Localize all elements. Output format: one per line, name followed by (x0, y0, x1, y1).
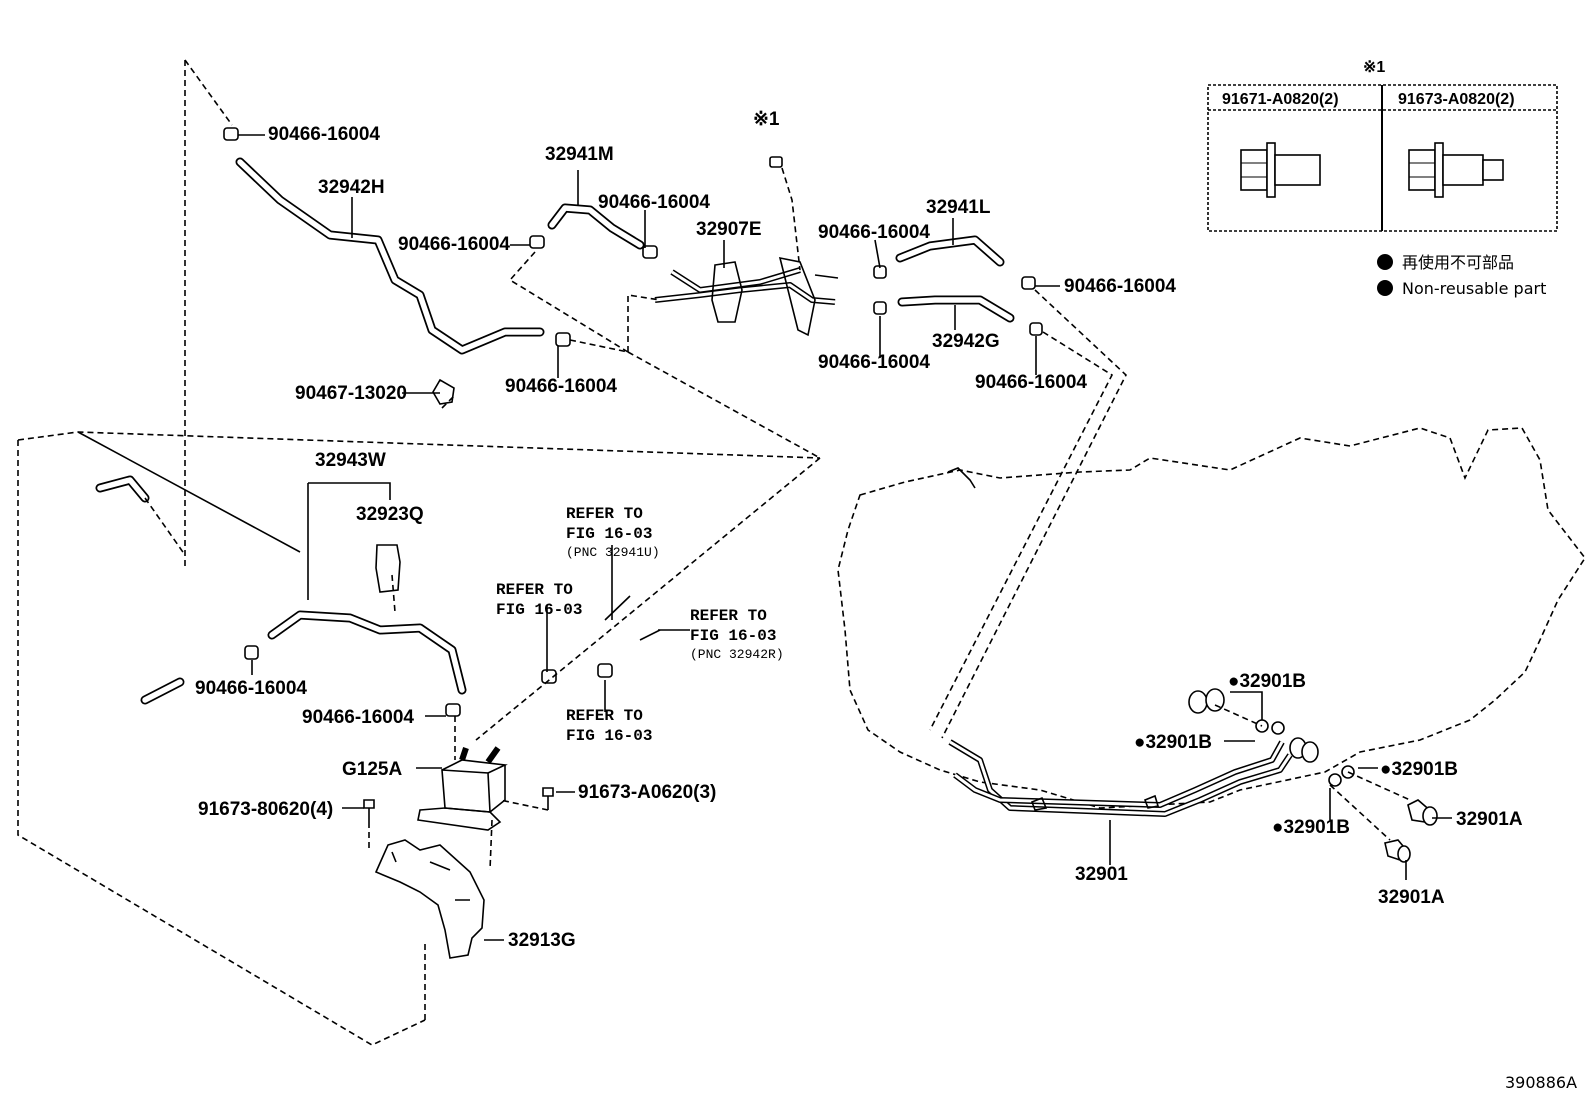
label-90466-d: 90466-16004 (818, 222, 930, 243)
part-labels: 90466-16004 32942H 32941M 90466-16004 90… (195, 109, 1523, 951)
bolt-table: ※1 91671-A0820(2) 91673-A0820(2) (1207, 59, 1558, 232)
ref1-line3: (PNC 32941U) (566, 545, 660, 560)
hose-32941M (547, 203, 645, 250)
oil-cooler-G125A (417, 746, 508, 831)
table-col1: 91671-A0820(2) (1222, 91, 1339, 108)
ref2-line2: FIG 16-03 (496, 601, 582, 619)
radiator-outline (17, 59, 821, 1046)
label-32913G: 32913G (508, 930, 576, 951)
hose-32942H (235, 157, 545, 355)
bullet-icon (1377, 254, 1393, 270)
bolts (363, 787, 554, 822)
ref3-line2: FIG 16-03 (690, 627, 776, 645)
label-91673-A0620: 91673-A0620(3) (578, 782, 716, 803)
table-col2: 91673-A0820(2) (1398, 91, 1515, 108)
label-32901A-2: 32901A (1378, 887, 1445, 908)
label-mark-1: ※1 (753, 109, 780, 130)
ref1-line1: REFER TO (566, 505, 643, 523)
label-32943W: 32943W (315, 450, 386, 471)
transmission-outline (837, 427, 1586, 809)
label-90466-g: 90466-16004 (975, 372, 1087, 393)
bullet-icon (1377, 280, 1393, 296)
hose-32942G (897, 295, 1015, 323)
bolt-91671-icon (1240, 142, 1321, 198)
label-90466-f: 90466-16004 (818, 352, 930, 373)
label-32907E: 32907E (696, 219, 762, 240)
leader-lines (238, 134, 1452, 941)
label-91673-80620: 91673-80620(4) (198, 799, 333, 820)
label-32901: 32901 (1075, 864, 1128, 885)
ref4-line2: FIG 16-03 (566, 727, 652, 745)
figure-id: 390886A (1505, 1073, 1577, 1092)
label-90466-e: 90466-16004 (1064, 276, 1176, 297)
label-32942G: 32942G (932, 331, 1000, 352)
label-G125A: G125A (342, 759, 402, 780)
label-90466-h: 90466-16004 (505, 376, 617, 397)
cooler-pipes-32901 (948, 737, 1319, 817)
reference-notes: REFER TO FIG 16-03 (PNC 32941U) REFER TO… (496, 505, 784, 745)
hose-32941L (895, 235, 1005, 267)
legend-en: Non-reusable part (1402, 279, 1546, 298)
label-32923Q: 32923Q (356, 504, 424, 525)
hose-32943W (140, 610, 467, 705)
label-32941L: 32941L (926, 197, 991, 218)
pipe-bracket-32907E (654, 256, 839, 337)
label-32901B-3: ●32901B (1380, 759, 1458, 780)
label-32901A-1: 32901A (1456, 809, 1523, 830)
ref1-line2: FIG 16-03 (566, 525, 652, 543)
label-32901B-2: ●32901B (1134, 732, 1212, 753)
bolt-91673-icon (1408, 142, 1504, 198)
label-32901B-1: ●32901B (1228, 671, 1306, 692)
legend-jp: 再使用不可部品 (1402, 253, 1514, 272)
label-32942H: 32942H (318, 177, 385, 198)
table-mark: ※1 (1363, 59, 1385, 76)
label-90467: 90467-13020 (295, 383, 407, 404)
label-90466-j: 90466-16004 (302, 707, 414, 728)
bracket-32913G (374, 839, 485, 959)
label-90466-b: 90466-16004 (598, 192, 710, 213)
label-32941M: 32941M (545, 144, 614, 165)
label-90466-i: 90466-16004 (195, 678, 307, 699)
assembly-lines (368, 167, 1411, 871)
ref3-line3: (PNC 32942R) (690, 647, 784, 662)
ref2-line1: REFER TO (496, 581, 573, 599)
legend: 再使用不可部品 Non-reusable part (1377, 253, 1546, 298)
ref4-line1: REFER TO (566, 707, 643, 725)
clamps (223, 127, 1043, 717)
ref3-line1: REFER TO (690, 607, 767, 625)
label-90466-c: 90466-16004 (398, 234, 510, 255)
label-32901B-4: ●32901B (1272, 817, 1350, 838)
label-90466-a: 90466-16004 (268, 124, 380, 145)
